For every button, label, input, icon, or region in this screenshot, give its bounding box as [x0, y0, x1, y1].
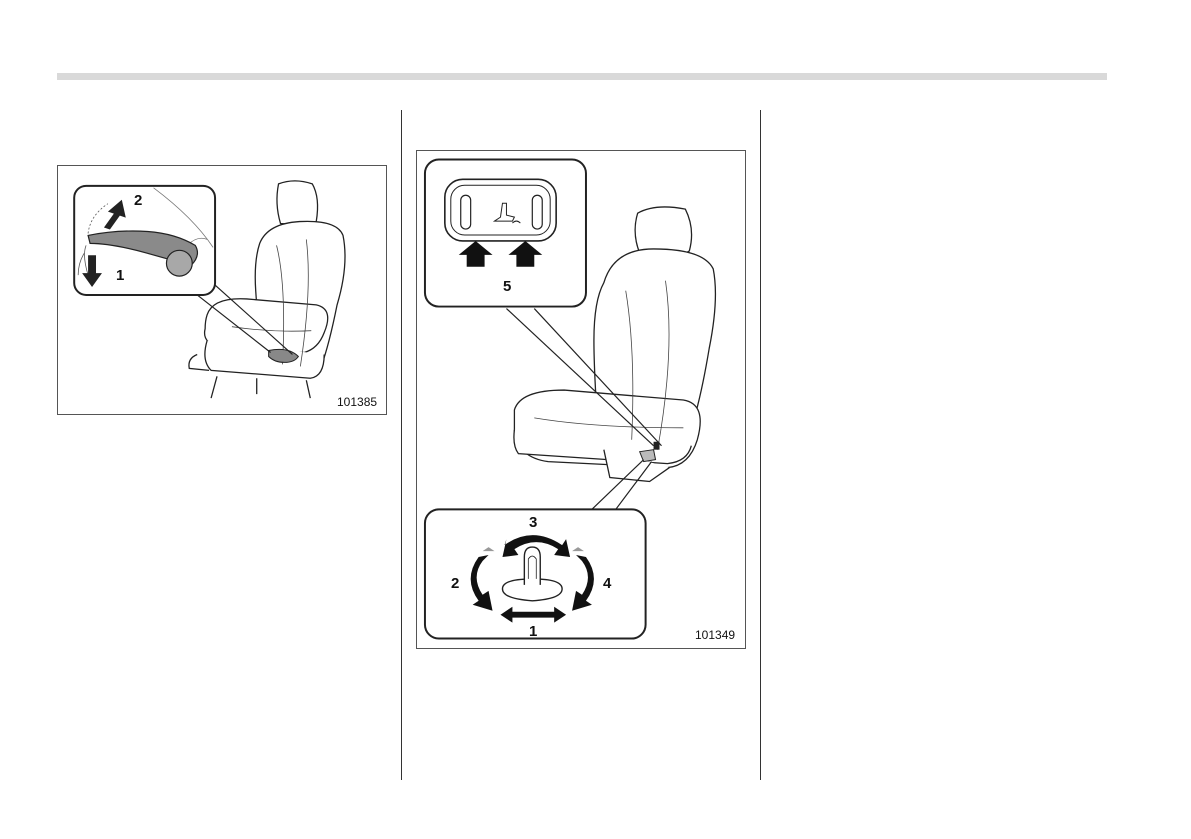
power-seat-illustration: 5 3 2 4 1 101349	[416, 150, 746, 649]
callout-1: 1	[116, 268, 124, 283]
figure-number: 101349	[695, 628, 735, 642]
callout-2: 2	[134, 193, 142, 208]
header-rule	[57, 73, 1107, 80]
seat-lever-illustration: 2 1 101385	[57, 165, 387, 415]
callout-3: 3	[529, 515, 537, 530]
column-divider-right	[760, 110, 761, 780]
power-seat-drawing	[417, 151, 745, 648]
callout-4: 4	[603, 576, 611, 591]
seat-lever-drawing	[58, 166, 386, 414]
callout-2: 2	[451, 576, 459, 591]
callout-5: 5	[503, 279, 511, 294]
column-divider-left	[401, 110, 402, 780]
figure-number: 101385	[337, 395, 377, 409]
callout-1: 1	[529, 624, 537, 639]
